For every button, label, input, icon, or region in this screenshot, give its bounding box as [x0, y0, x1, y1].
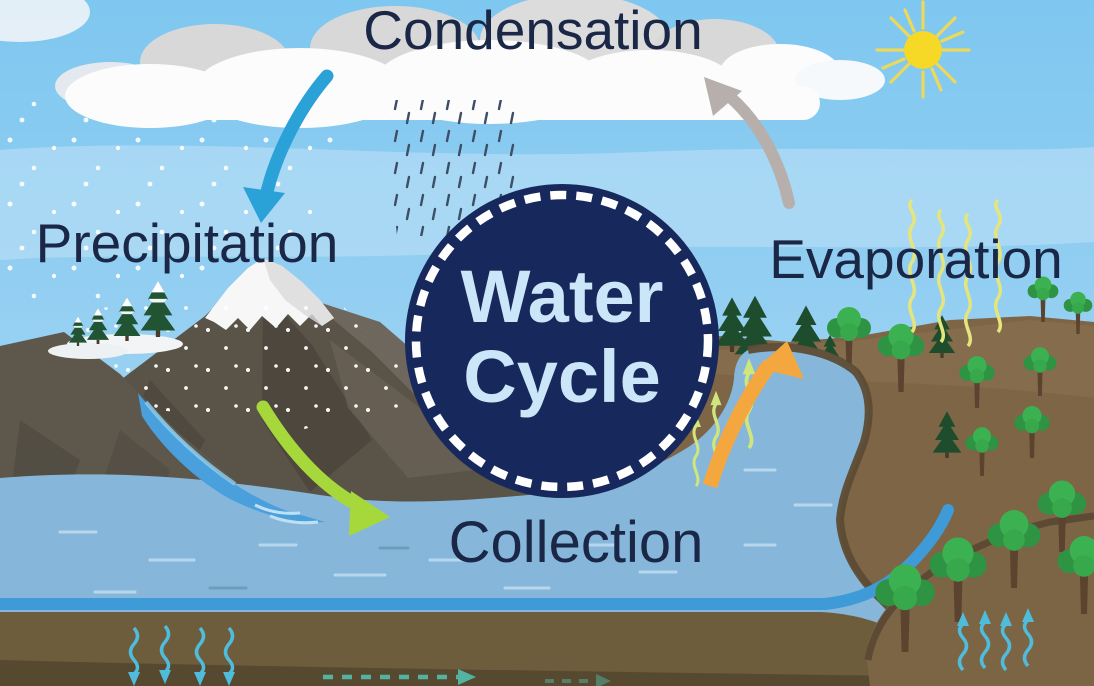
left-ridge-trees	[48, 280, 183, 359]
snow-dots-sky	[0, 86, 348, 306]
label-condensation: Condensation	[363, 0, 702, 61]
label-evaporation: Evaporation	[769, 228, 1063, 290]
label-collection: Collection	[449, 510, 704, 575]
condensation-to-precipitation-arrow	[243, 69, 334, 223]
mountain-stream	[138, 393, 325, 525]
circle-title-line2: Cycle	[463, 335, 660, 418]
soil-deep-layer	[0, 660, 1094, 686]
groundwater-flow-arrow	[323, 669, 611, 686]
runoff-to-collection-arrow	[256, 400, 390, 536]
corner-shore	[864, 480, 1094, 686]
evaporation-to-cloud-arrow	[704, 77, 795, 209]
collection-to-evaporation-arrow	[702, 341, 804, 489]
rain-icon	[383, 100, 524, 236]
circle-title-line1: Water	[461, 255, 664, 338]
label-precipitation: Precipitation	[36, 212, 339, 274]
cloud-icon	[0, 0, 885, 128]
water-cycle-circle: Water Cycle	[405, 184, 719, 498]
sun-icon	[875, 0, 971, 99]
